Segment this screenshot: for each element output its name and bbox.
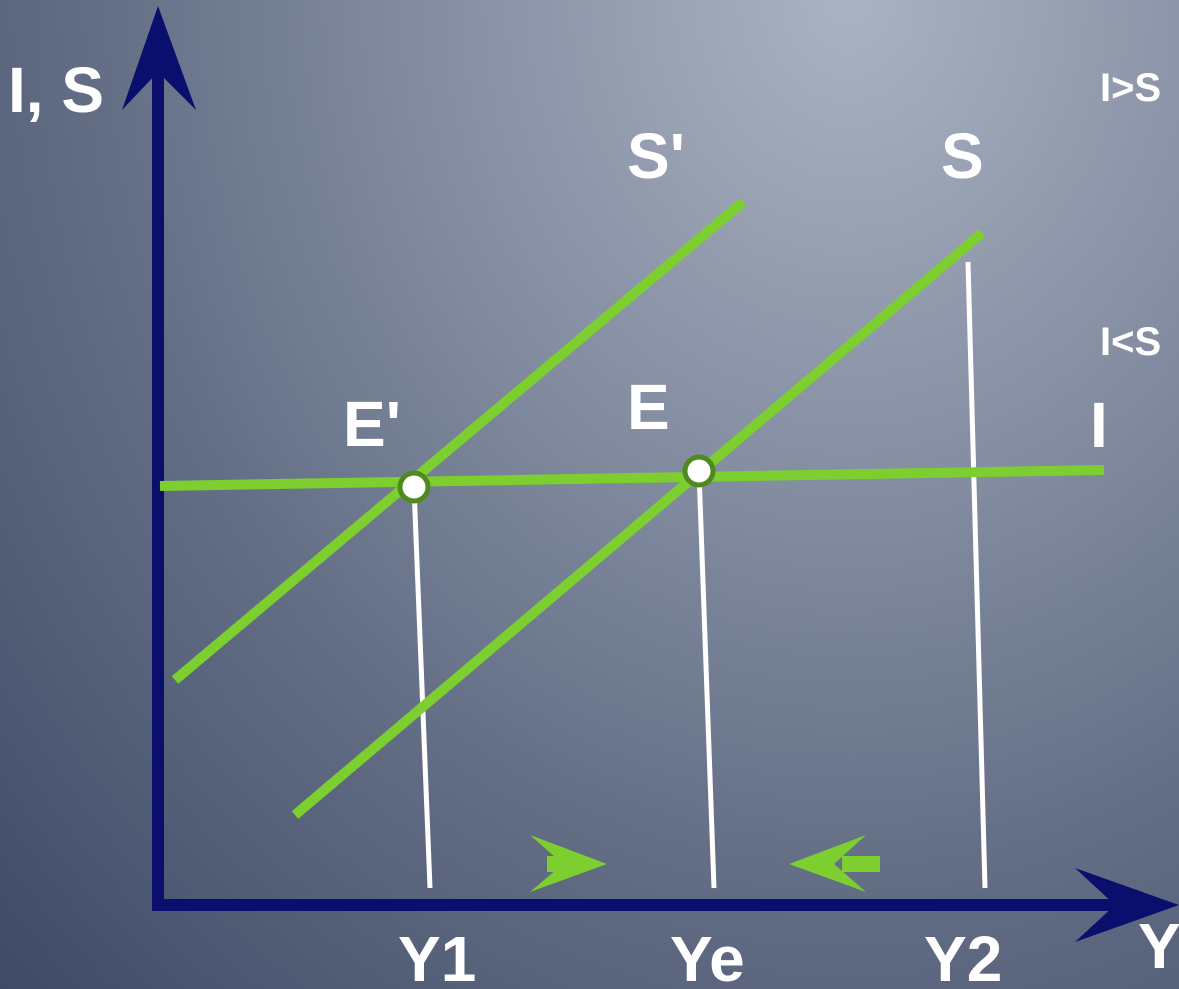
equilibrium-point-e-prime: [397, 470, 431, 504]
y-axis-arrow: [122, 6, 196, 110]
x-tick-label-y1: Y1: [398, 923, 476, 989]
arrow-left-icon: [789, 835, 880, 892]
investment-line: [159, 465, 1105, 491]
region-label-below: I<S: [1100, 320, 1161, 364]
x-axis-arrow: [1075, 868, 1179, 942]
x-tick-label-y2: Y2: [924, 923, 1002, 989]
saving-curve-s: [291, 229, 986, 819]
equilibrium-point-e: [682, 454, 716, 488]
point-label-e-prime: E': [343, 388, 401, 460]
curve-label-s-prime: S': [627, 120, 685, 192]
curve-label-s: S: [941, 120, 984, 192]
saving-curve-s-prime: [171, 198, 747, 684]
point-label-e: E: [627, 371, 670, 443]
arrow-right-icon: [530, 835, 607, 892]
x-axis-label: Y: [1138, 910, 1179, 982]
curve-label-i: I: [1090, 389, 1108, 461]
guide-line-y2: [965, 261, 988, 889]
y-axis-label: I, S: [8, 54, 104, 126]
guide-line-ye: [696, 470, 717, 889]
region-label-above: I>S: [1100, 66, 1161, 110]
guide-line-y1: [411, 486, 433, 889]
x-tick-label-ye: Ye: [670, 923, 745, 989]
